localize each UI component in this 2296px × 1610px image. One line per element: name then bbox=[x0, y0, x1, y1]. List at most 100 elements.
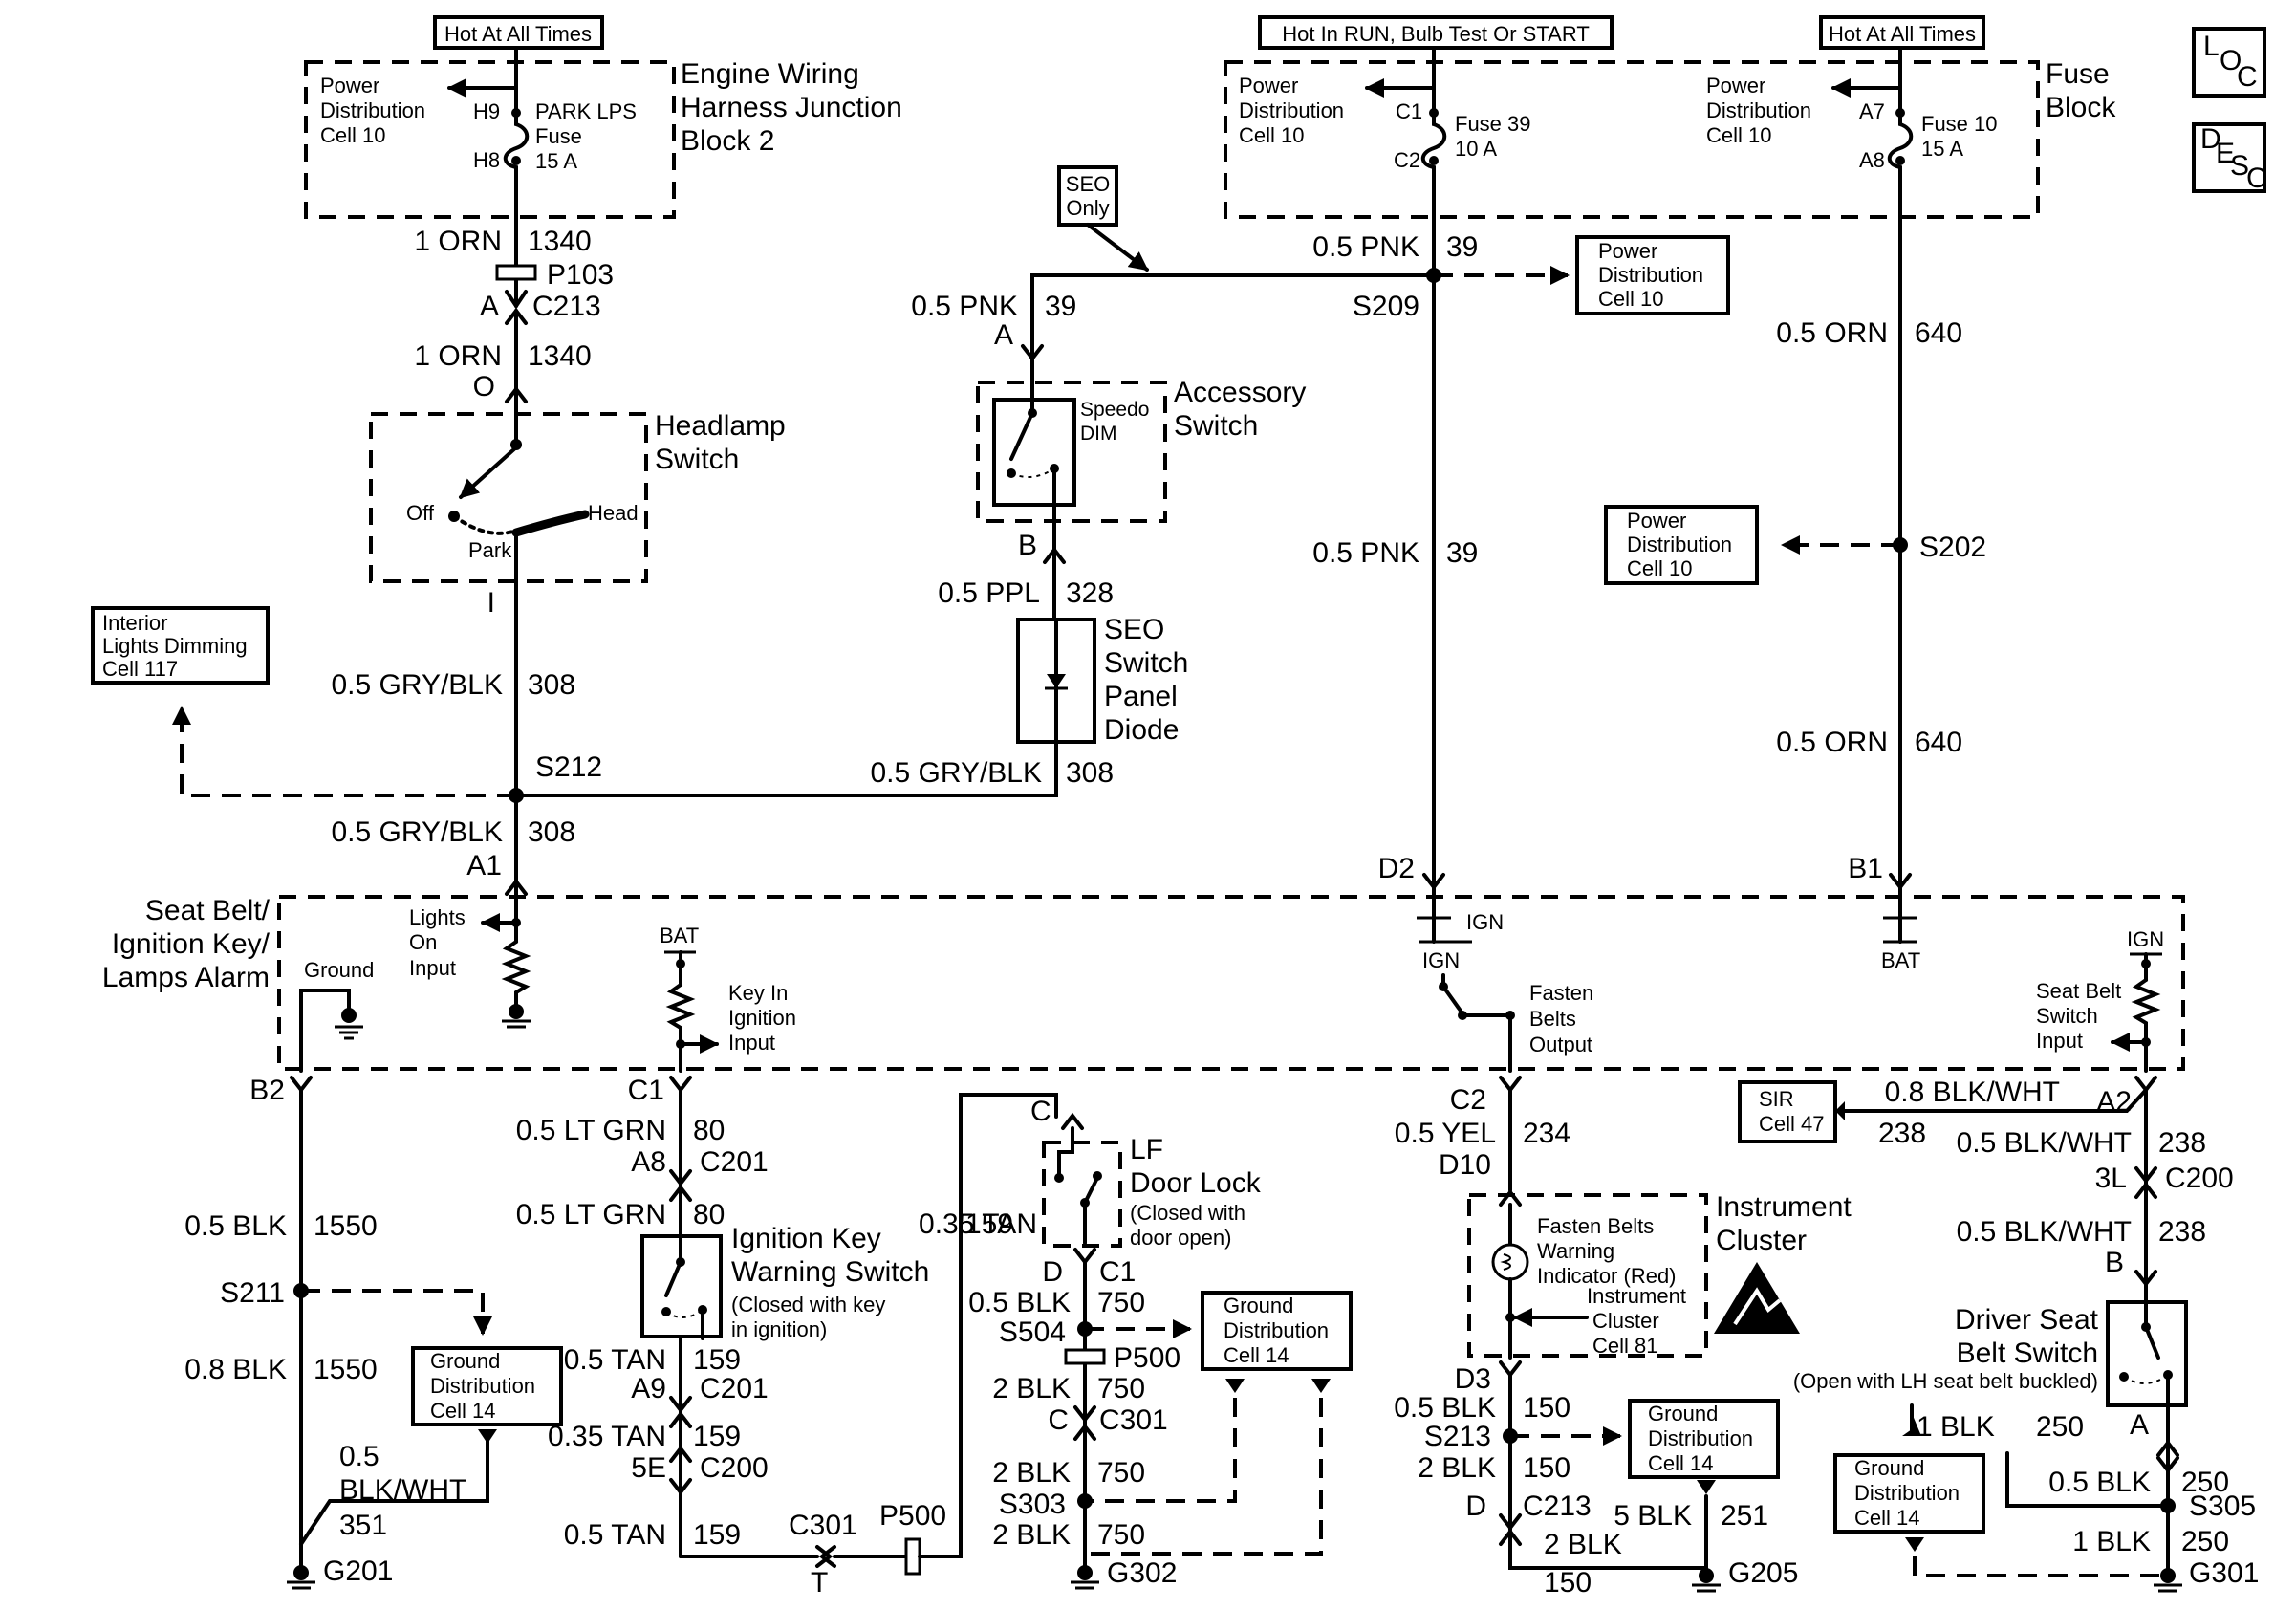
svg-text:328: 328 bbox=[1066, 577, 1114, 609]
ref-ground-distribution-s213[interactable]: Ground Distribution Cell 14 bbox=[1628, 1399, 1780, 1479]
svg-text:Cell 14: Cell 14 bbox=[1224, 1343, 1289, 1367]
svg-text:B2: B2 bbox=[249, 1075, 285, 1106]
ref-sir[interactable]: SIR Cell 47 bbox=[1738, 1080, 1837, 1143]
svg-text:Park: Park bbox=[468, 538, 512, 562]
svg-text:BLK/WHT: BLK/WHT bbox=[339, 1474, 466, 1506]
svg-text:750: 750 bbox=[1097, 1457, 1145, 1489]
fuse-block: Fuse Block Power Distribution Cell 10 C1… bbox=[1224, 58, 2116, 222]
svg-text:2 BLK: 2 BLK bbox=[992, 1457, 1071, 1489]
svg-text:0.5 GRY/BLK: 0.5 GRY/BLK bbox=[331, 816, 503, 848]
svg-text:Power: Power bbox=[1627, 509, 1686, 533]
svg-text:0.5 LT GRN: 0.5 LT GRN bbox=[516, 1115, 666, 1146]
svg-text:Indicator (Red): Indicator (Red) bbox=[1537, 1264, 1677, 1288]
svg-text:234: 234 bbox=[1523, 1118, 1570, 1149]
svg-text:SEO: SEO bbox=[1104, 614, 1164, 645]
loc-icon[interactable]: L O C bbox=[2192, 27, 2266, 98]
svg-text:Ignition: Ignition bbox=[728, 1006, 796, 1030]
svg-text:Headlamp: Headlamp bbox=[655, 410, 786, 442]
svg-text:C1: C1 bbox=[628, 1075, 664, 1106]
svg-text:39: 39 bbox=[1045, 291, 1076, 322]
svg-text:251: 251 bbox=[1721, 1500, 1768, 1532]
svg-text:1 ORN: 1 ORN bbox=[414, 340, 502, 372]
svg-text:S202: S202 bbox=[1919, 532, 1986, 563]
svg-text:On: On bbox=[409, 930, 437, 954]
svg-text:B: B bbox=[1018, 530, 1037, 561]
svg-text:Lamps Alarm: Lamps Alarm bbox=[102, 962, 270, 993]
wire-750: D C1 0.5 BLK 750 S504 P500 2 BLK 750 C C… bbox=[968, 1248, 1180, 1590]
svg-text:in ignition): in ignition) bbox=[731, 1317, 827, 1341]
svg-text:Hot In RUN, Bulb Test Or START: Hot In RUN, Bulb Test Or START bbox=[1282, 22, 1590, 46]
wire-39: 0.5 PNK 39 S209 0.5 PNK 39 A 0.5 PNK 39 … bbox=[911, 216, 1478, 891]
svg-text:Cell 10: Cell 10 bbox=[320, 123, 385, 147]
lamp-icon bbox=[1491, 1243, 1529, 1281]
svg-text:0.5 ORN: 0.5 ORN bbox=[1776, 727, 1888, 758]
ref-ground-distribution-s504[interactable]: Ground Distribution Cell 14 bbox=[1201, 1291, 1353, 1371]
svg-text:Cell 14: Cell 14 bbox=[430, 1399, 495, 1423]
svg-text:1340: 1340 bbox=[528, 340, 592, 372]
svg-text:C1: C1 bbox=[1396, 99, 1422, 123]
svg-text:Fuse: Fuse bbox=[535, 124, 582, 148]
svg-text:0.5 TAN: 0.5 TAN bbox=[564, 1519, 666, 1551]
svg-text:E: E bbox=[2216, 138, 2235, 169]
svg-text:D: D bbox=[1465, 1490, 1486, 1522]
svg-text:C2: C2 bbox=[1450, 1084, 1486, 1116]
engine-junction-block: Engine Wiring Harness Junction Block 2 P… bbox=[304, 58, 902, 222]
svg-text:0.5 BLK: 0.5 BLK bbox=[1394, 1392, 1496, 1424]
svg-text:IGN: IGN bbox=[1466, 910, 1504, 934]
svg-text:Distribution: Distribution bbox=[1224, 1318, 1329, 1342]
svg-text:(Closed with: (Closed with bbox=[1130, 1201, 1245, 1225]
svg-text:308: 308 bbox=[1066, 757, 1114, 789]
svg-text:Distribution: Distribution bbox=[1239, 98, 1344, 122]
svg-text:S303: S303 bbox=[999, 1489, 1066, 1520]
svg-text:A2: A2 bbox=[2096, 1086, 2132, 1118]
svg-text:Instrument: Instrument bbox=[1587, 1284, 1686, 1308]
svg-text:L: L bbox=[2203, 31, 2220, 62]
svg-text:Engine Wiring: Engine Wiring bbox=[681, 58, 859, 90]
svg-text:Belt Switch: Belt Switch bbox=[1957, 1338, 2098, 1369]
svg-text:C213: C213 bbox=[532, 291, 601, 322]
ref-ground-distribution-s211[interactable]: Ground Distribution Cell 14 bbox=[411, 1346, 563, 1426]
ref-power-distribution-s209[interactable]: Power Distribution Cell 10 bbox=[1575, 235, 1730, 315]
wire-159-lower: 0.5 TAN 159 A9 C201 0.35 TAN 159 5E C200… bbox=[548, 1093, 1058, 1599]
svg-text:G205: G205 bbox=[1728, 1557, 1798, 1589]
svg-text:Lights: Lights bbox=[409, 905, 466, 929]
desc-icon[interactable]: D E S C bbox=[2192, 122, 2267, 194]
svg-text:159: 159 bbox=[693, 1421, 741, 1452]
svg-text:Cell 81: Cell 81 bbox=[1592, 1334, 1657, 1358]
svg-text:LF: LF bbox=[1130, 1134, 1163, 1165]
svg-text:0.5 PNK: 0.5 PNK bbox=[1312, 231, 1419, 263]
svg-text:Cell 14: Cell 14 bbox=[1854, 1506, 1919, 1530]
svg-text:0.5 GRY/BLK: 0.5 GRY/BLK bbox=[870, 757, 1042, 789]
ref-power-distribution-s202[interactable]: Power Distribution Cell 10 bbox=[1604, 505, 1759, 585]
svg-text:door open): door open) bbox=[1130, 1226, 1231, 1250]
svg-text:0.35 TAN: 0.35 TAN bbox=[919, 1208, 1037, 1240]
svg-text:BAT: BAT bbox=[1881, 948, 1920, 972]
ref-ground-distribution-s305[interactable]: Ground Distribution Cell 14 bbox=[1833, 1453, 1985, 1534]
svg-text:Distribution: Distribution bbox=[1598, 263, 1703, 287]
svg-text:B: B bbox=[2105, 1247, 2124, 1278]
svg-text:351: 351 bbox=[339, 1510, 387, 1541]
svg-text:2 BLK: 2 BLK bbox=[1418, 1452, 1496, 1484]
svg-text:Switch: Switch bbox=[1174, 410, 1258, 442]
svg-text:Distribution: Distribution bbox=[1854, 1481, 1960, 1505]
svg-text:A8: A8 bbox=[631, 1146, 666, 1178]
svg-text:Panel: Panel bbox=[1104, 681, 1178, 712]
ignition-key-warning-switch: Ignition Key Warning Switch (Closed with… bbox=[640, 1223, 929, 1341]
wire-238-250: A2 0.8 BLK/WHT 238 0.5 BLK/WHT 238 3L C2… bbox=[1843, 1076, 2234, 1288]
svg-text:P500: P500 bbox=[1114, 1342, 1180, 1374]
svg-text:Door Lock: Door Lock bbox=[1130, 1167, 1262, 1199]
svg-text:Accessory: Accessory bbox=[1174, 377, 1306, 408]
svg-text:Ground: Ground bbox=[1224, 1294, 1293, 1317]
svg-text:0.5 PNK: 0.5 PNK bbox=[911, 291, 1018, 322]
svg-text:0.8 BLK: 0.8 BLK bbox=[184, 1354, 287, 1385]
svg-text:Distribution: Distribution bbox=[320, 98, 425, 122]
svg-text:Switch: Switch bbox=[1104, 647, 1188, 679]
svg-text:C200: C200 bbox=[700, 1452, 769, 1484]
svg-text:Ground: Ground bbox=[1648, 1402, 1718, 1425]
svg-text:238: 238 bbox=[1878, 1118, 1926, 1149]
ref-interior-lights-dimming[interactable]: Interior Lights Dimming Cell 117 bbox=[91, 606, 270, 685]
svg-text:0.8 BLK/WHT: 0.8 BLK/WHT bbox=[1885, 1077, 2060, 1108]
svg-text:0.5 ORN: 0.5 ORN bbox=[1776, 317, 1888, 349]
svg-text:80: 80 bbox=[693, 1199, 725, 1230]
svg-text:1 ORN: 1 ORN bbox=[414, 226, 502, 257]
